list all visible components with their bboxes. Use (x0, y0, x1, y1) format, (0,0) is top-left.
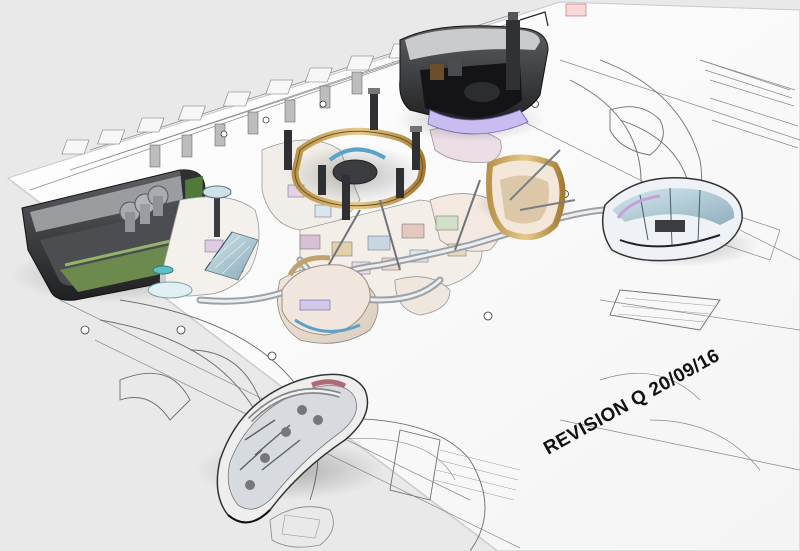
left-glass-canopy (147, 185, 259, 299)
right-glass-pavilion (600, 177, 760, 267)
top-pavilion (395, 11, 549, 142)
title-block (565, 3, 799, 149)
curved-stand-left-center (281, 255, 371, 336)
bottom-gallery-pavilion (195, 373, 385, 524)
equipment-stacks (149, 71, 363, 168)
outline-stand-bottom-right (269, 506, 334, 548)
right-bracket-stand (475, 149, 576, 241)
